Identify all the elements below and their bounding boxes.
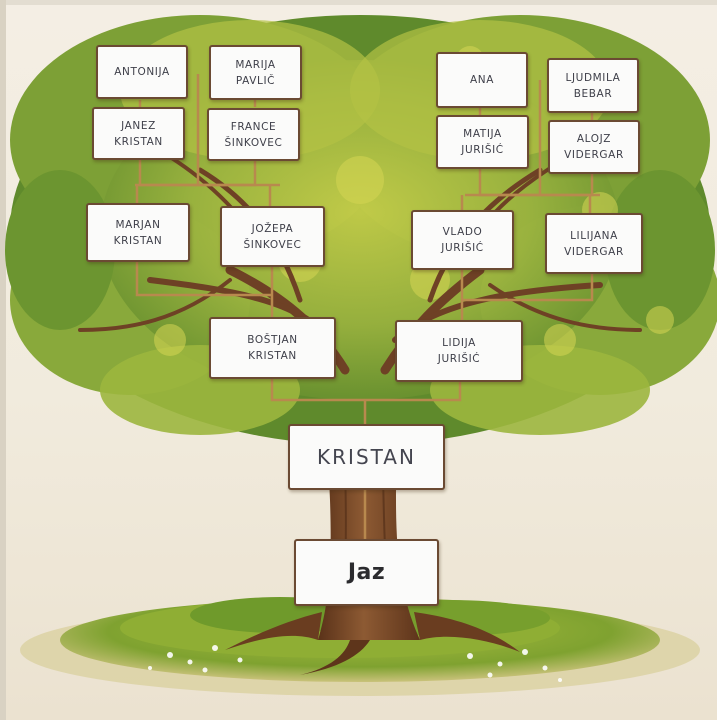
name-card-jozepa-sinkovec: JOŽEPA ŠINKOVEC xyxy=(220,206,325,267)
name-card-france-sinkovec: FRANCE ŠINKOVEC xyxy=(207,108,300,161)
name-card-ana: ANA xyxy=(436,52,528,108)
name-card-antonija: ANTONIJA xyxy=(96,45,188,99)
name-card-janez-kristan: JANEZ KRISTAN xyxy=(92,107,185,160)
name-card-alojz-vidergar: ALOJZ VIDERGAR xyxy=(548,120,640,174)
family-name-card: KRISTAN xyxy=(288,424,445,490)
name-card-lidija-jurisic: LIDIJA JURIŠIĆ xyxy=(395,320,523,382)
name-card-marija-pavlic: MARIJA PAVLIČ xyxy=(209,45,302,100)
connector-lines xyxy=(135,74,600,540)
self-name-card: Jaz xyxy=(294,539,439,606)
name-card-vlado-jurisic: VLADO JURIŠIĆ xyxy=(411,210,514,270)
name-card-bostjan-kristan: BOŠTJAN KRISTAN xyxy=(209,317,336,379)
name-card-ljudmila-bebar: LJUDMILA BEBAR xyxy=(547,58,639,113)
photo-edge-top xyxy=(0,0,717,5)
name-card-matija-jurisic: MATIJA JURIŠIĆ xyxy=(436,115,529,169)
name-card-marjan-kristan: MARJAN KRISTAN xyxy=(86,203,190,262)
name-card-lilijana-vidergar: LILIJANA VIDERGAR xyxy=(545,213,643,274)
photo-edge-left xyxy=(0,0,6,720)
